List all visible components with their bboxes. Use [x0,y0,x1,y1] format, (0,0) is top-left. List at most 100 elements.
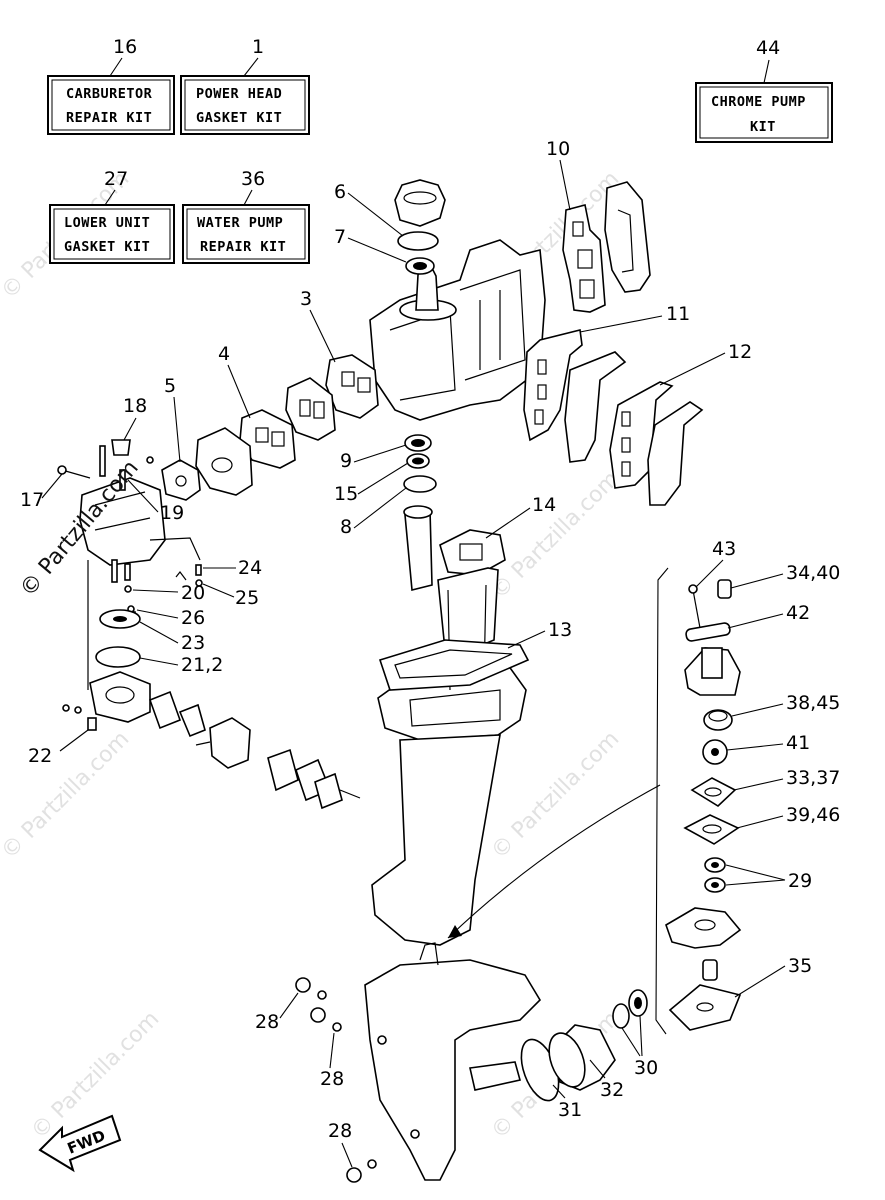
callout-21-2: 21,2 [181,654,223,676]
watermark-text: © Partzilla.com [487,727,625,865]
callout-8: 8 [340,516,352,538]
kit-box-lower-unit[interactable]: 27 LOWER UNIT GASKET KIT [49,168,175,264]
bolt-43 [688,584,701,629]
kit-label-line1: CHROME PUMP [711,94,806,110]
callout-28-a: 28 [255,1011,279,1033]
kit-number: 36 [241,168,265,190]
callout-4: 4 [218,343,230,365]
kit-label-line2: GASKET KIT [64,239,150,255]
exhaust-cover-gasket-10 [562,204,606,313]
callout-6: 6 [334,181,346,203]
impeller-41 [702,739,728,765]
kit-label-line2: REPAIR KIT [200,239,286,255]
propeller-shaft-housing-32 [548,1024,616,1091]
callout-7: 7 [334,226,346,248]
cylinder-block [369,239,546,421]
callout-5: 5 [164,375,176,397]
callout-34-40: 34,40 [786,562,840,584]
float-chamber-pin-24-25 [175,564,203,587]
callout-19: 19 [160,502,184,524]
insert-38 [703,709,733,731]
callout-41: 41 [786,732,810,754]
o-ring-8 [403,475,437,493]
gasket-5 [161,459,201,501]
grommet-34 [717,579,732,599]
water-pump-group-bracket [655,567,669,1035]
gasket-33 [690,777,737,808]
callout-39-46: 39,46 [786,804,840,826]
callout-26: 26 [181,607,205,629]
watermark-text: © Partzilla.com [0,727,134,865]
watermark-text: © Partzilla.com [487,467,625,605]
oil-seal-9 [404,434,432,452]
callout-15: 15 [334,483,358,505]
drain-screws-28 [295,977,377,1183]
kit-number: 44 [756,37,780,59]
callout-35: 35 [788,955,812,977]
lower-unit-casing [364,942,542,1181]
kit-label-line1: POWER HEAD [196,86,282,102]
kit-label-line2: KIT [750,119,776,135]
exhaust-cover [604,181,651,293]
callout-24: 24 [238,557,262,579]
callout-18: 18 [123,395,147,417]
seals-30 [612,989,648,1029]
callout-31: 31 [558,1099,582,1121]
kit-label-line2: REPAIR KIT [66,110,152,126]
kit-box-chrome-pump[interactable]: 44 CHROME PUMP KIT [695,37,833,143]
kit-label-line1: CARBURETOR [66,86,153,102]
kit-box-water-pump[interactable]: 36 WATER PUMP REPAIR KIT [182,168,310,264]
seal-housing [665,907,742,949]
seals-29 [704,857,726,893]
o-ring-6 [397,231,439,251]
callout-28-b: 28 [320,1068,344,1090]
carb-outline-connector [87,537,201,690]
callout-23: 23 [181,632,205,654]
kit-number: 1 [252,36,264,58]
kit-box-power-head[interactable]: 1 POWER HEAD GASKET KIT [180,36,310,135]
drive-shaft-bushing [403,505,433,592]
screw-17 [57,465,91,479]
callout-9: 9 [340,450,352,472]
plate-11 [564,351,627,463]
callout-30: 30 [634,1057,658,1079]
plate-39 [683,814,740,845]
callout-14: 14 [532,494,556,516]
cover-plate-42 [685,622,731,642]
assembly-arrow [447,784,661,939]
callout-25: 25 [235,587,259,609]
callout-11: 11 [666,303,690,325]
callout-43: 43 [712,538,736,560]
callout-13: 13 [548,619,572,641]
callout-38-45: 38,45 [786,692,840,714]
kit-label-line1: WATER PUMP [197,215,283,231]
callout-3: 3 [300,288,312,310]
gasket-14 [439,529,506,576]
kit-label-line2: GASKET KIT [196,110,282,126]
gasket-11 [523,329,583,442]
reed-valve-plate [285,377,336,441]
callout-10: 10 [546,138,570,160]
callout-20: 20 [181,582,205,604]
bearing-15 [406,453,430,469]
cylinder-head-cap [394,179,446,227]
kit-number: 16 [113,36,137,58]
pump-housing [684,647,741,696]
gasket-21 [95,646,141,668]
oil-seal-7 [405,257,435,275]
intake-silencer [62,671,361,810]
callout-32: 32 [600,1079,624,1101]
sleeve [702,959,718,981]
kit-number: 27 [104,168,128,190]
callout-28-c: 28 [328,1120,352,1142]
callout-17: 17 [20,489,44,511]
kit-label-line1: LOWER UNIT [64,215,150,231]
float-23 [99,609,141,629]
callout-33-37: 33,37 [786,767,840,789]
callouts: 10 6 7 3 11 12 4 5 18 9 15 8 17 19 14 24 [20,138,840,1168]
kit-box-carburetor[interactable]: 16 CARBURETOR REPAIR KIT [47,36,175,135]
carburetor [79,439,166,583]
gasket-3 [325,354,379,419]
gasket-13 [378,639,530,691]
callout-29: 29 [788,870,812,892]
